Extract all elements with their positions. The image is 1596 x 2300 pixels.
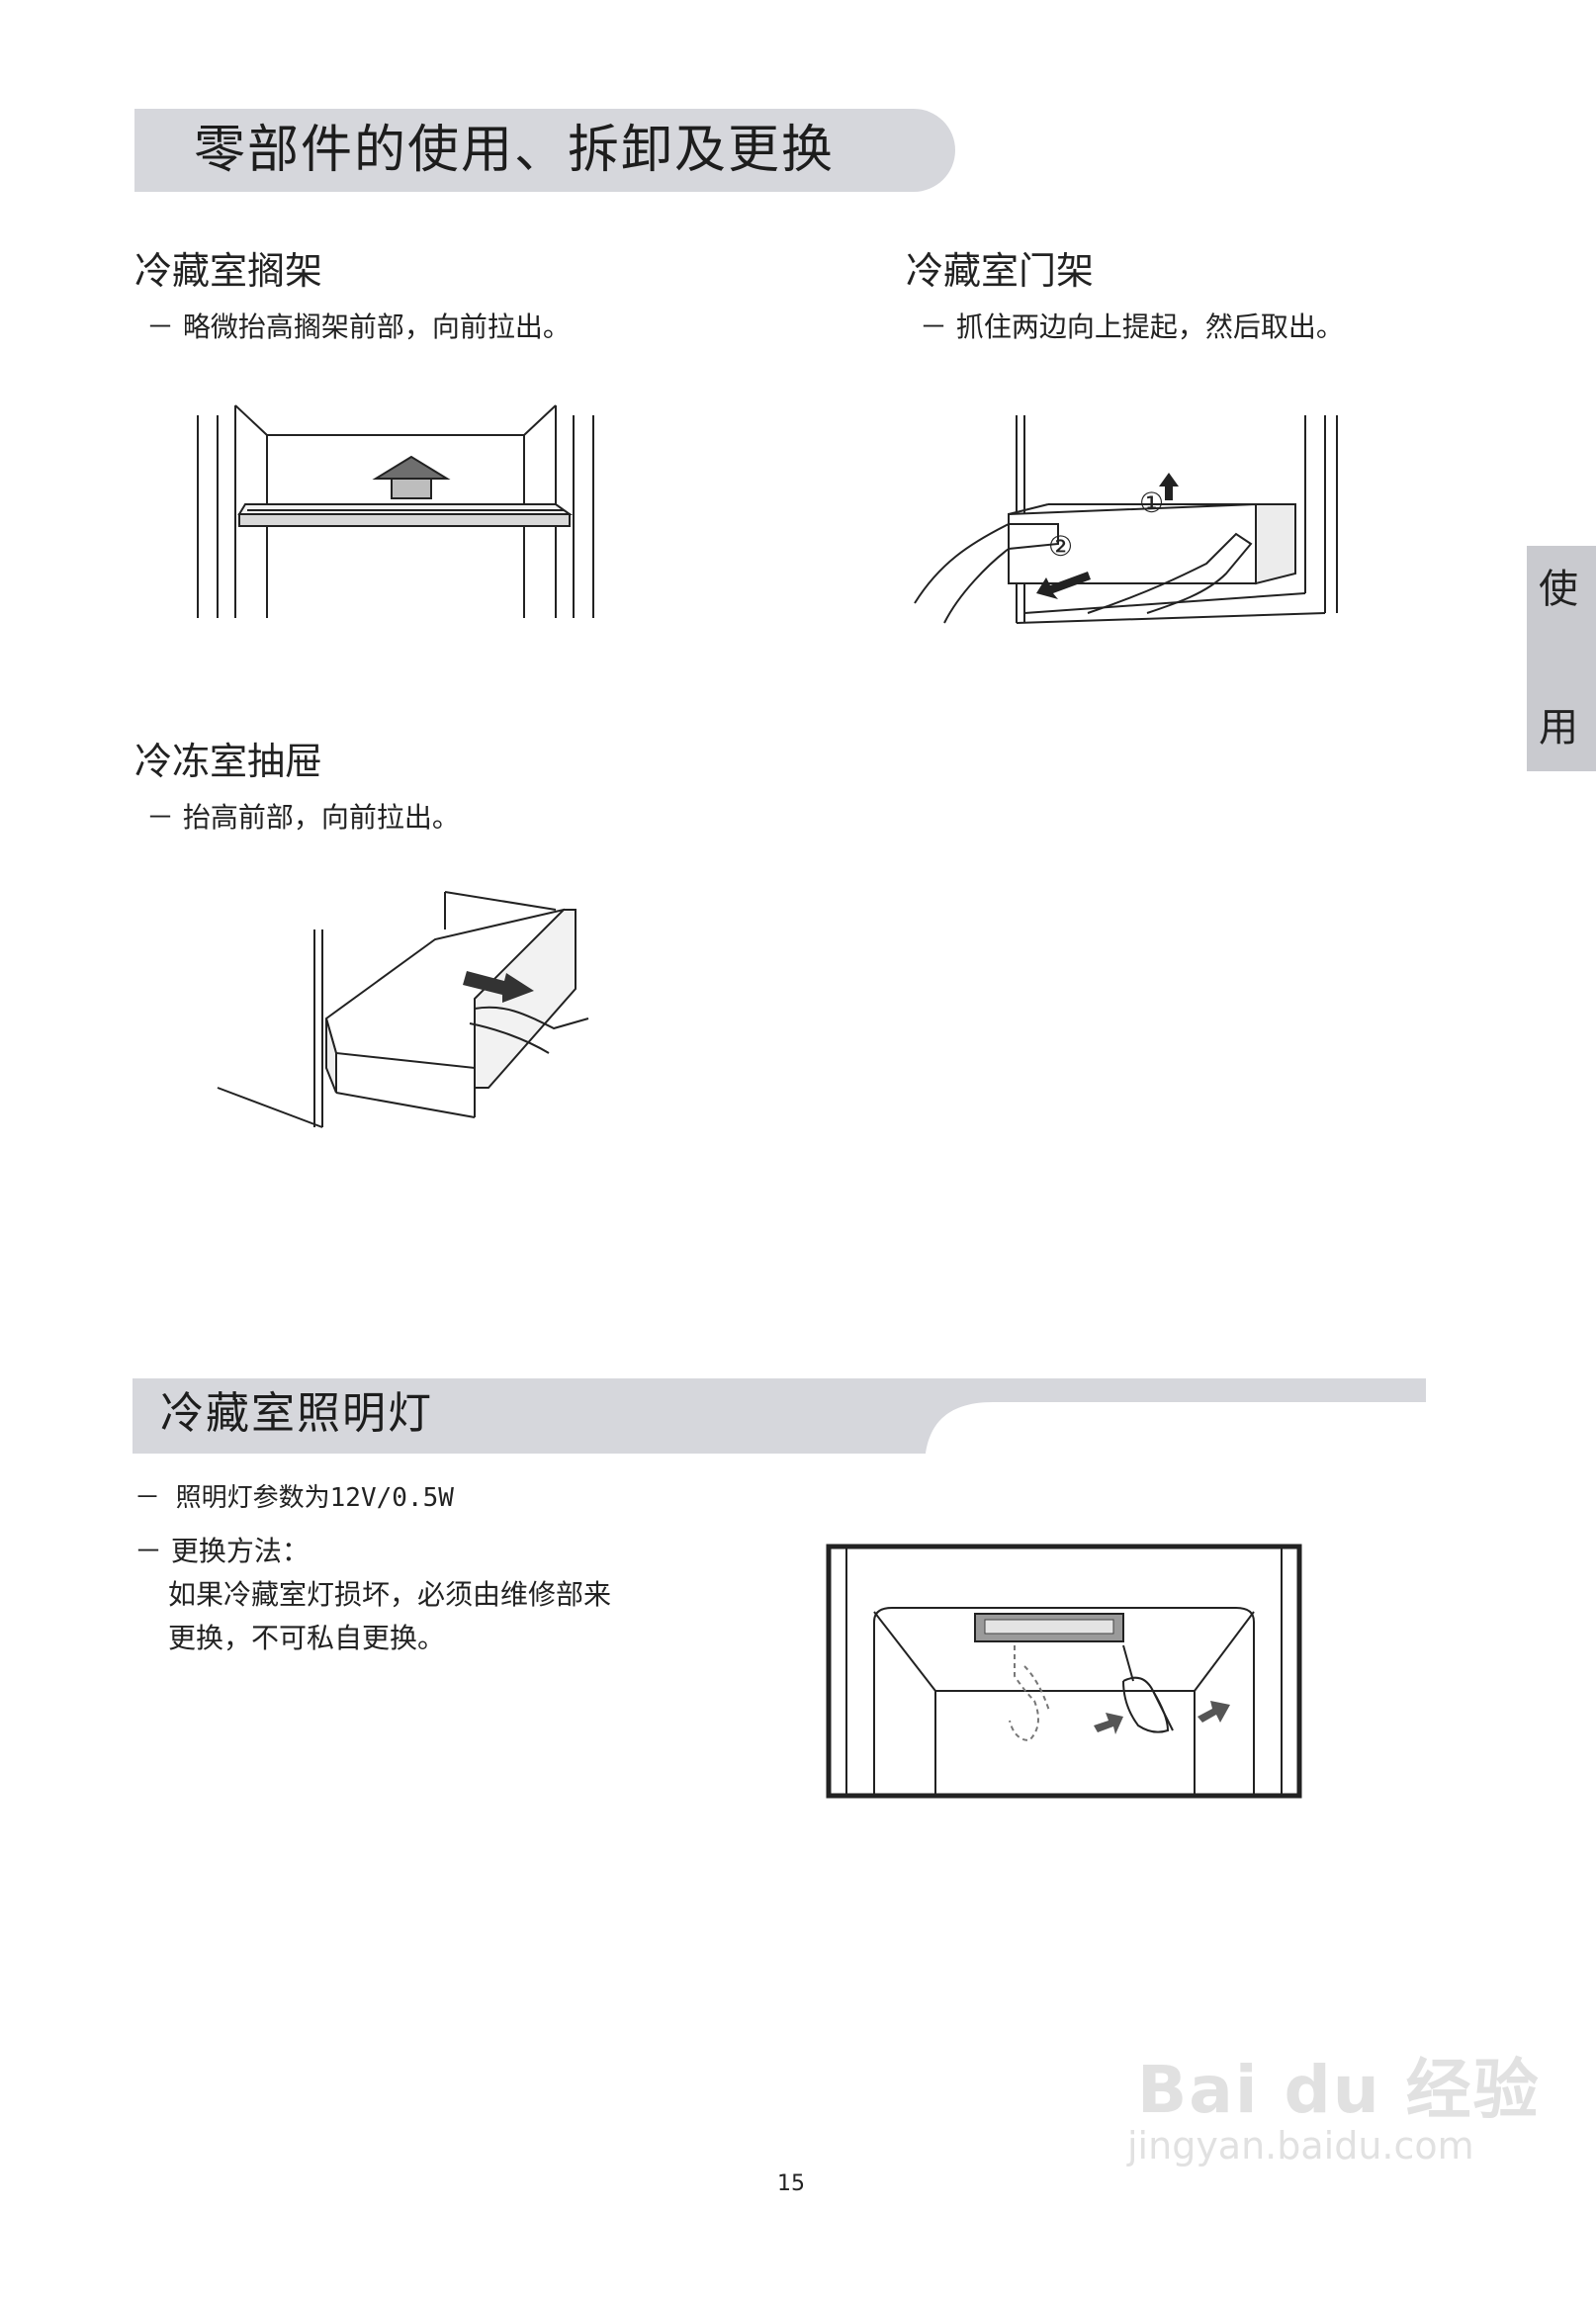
section-desc-door-rack: － 抓住两边向上提起，然后取出。 — [920, 310, 1344, 343]
arrow-pull-icon — [463, 971, 534, 1003]
arrow-up-icon — [1159, 473, 1179, 500]
lamp-icon — [974, 1613, 1124, 1642]
side-tab-char-1: 使 — [1539, 567, 1578, 612]
watermark-logo: Bai du 经验 — [1137, 2052, 1541, 2128]
up-arrow-icon — [372, 455, 451, 499]
lamp-illustration — [826, 1544, 1302, 1799]
section-title-drawer: 冷冻室抽屉 — [134, 740, 323, 783]
arrow-right-icon-2 — [1197, 1701, 1230, 1723]
side-tab-char-2: 用 — [1539, 705, 1578, 751]
step-2-label: ② — [1048, 530, 1073, 563]
section-desc-drawer: － 抬高前部，向前拉出。 — [146, 801, 460, 834]
section-desc-shelf: － 略微抬高搁架前部，向前拉出。 — [146, 310, 571, 343]
door-rack-illustration: ① ② — [914, 415, 1338, 624]
side-tab — [1527, 546, 1596, 771]
page-title: 零部件的使用、拆卸及更换 — [194, 121, 836, 180]
title-banner — [134, 109, 955, 192]
replace-method-line1: 如果冷藏室灯损坏，必须由维修部来 — [168, 1578, 612, 1611]
arrow-down-left-icon — [1036, 572, 1091, 599]
light-spec: － 照明灯参数为12V/0.5W — [134, 1483, 454, 1513]
drawer-illustration — [217, 891, 589, 1128]
replace-method-line2: 更换，不可私自更换。 — [168, 1622, 446, 1654]
section-title-shelf: 冷藏室搁架 — [134, 249, 323, 293]
watermark-url: jingyan.baidu.com — [1127, 2124, 1474, 2167]
light-section-banner — [133, 1378, 1426, 1454]
shelf-illustration — [197, 404, 594, 618]
light-section-title: 冷藏室照明灯 — [160, 1388, 433, 1439]
page-number: 15 — [777, 2171, 805, 2196]
arrow-right-icon — [1094, 1713, 1123, 1734]
step-1-label: ① — [1139, 487, 1164, 519]
replace-method-label: － 更换方法： — [134, 1535, 310, 1567]
section-title-door-rack: 冷藏室门架 — [906, 249, 1095, 293]
